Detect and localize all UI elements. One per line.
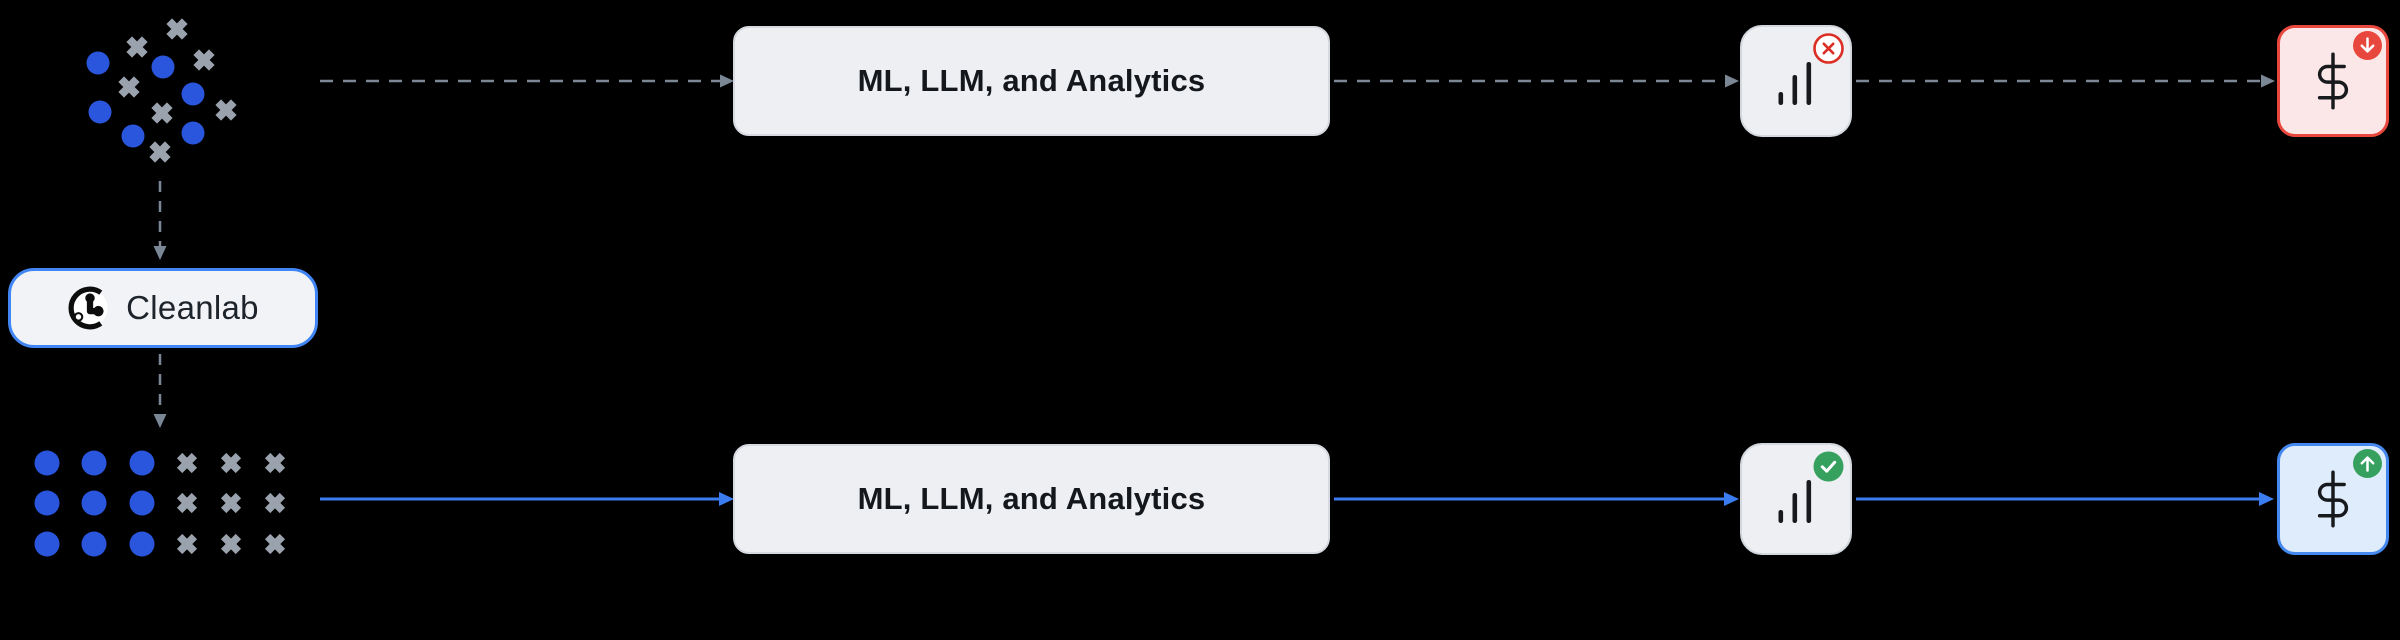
dashed-connectors: [153, 74, 2275, 428]
cost-node-top: [2277, 25, 2389, 137]
ml-llm-analytics-node-top: ML, LLM, and Analytics: [733, 26, 1330, 136]
arrow-down-circle-icon: [2353, 31, 2382, 60]
bar-chart-icon: [1778, 62, 1812, 105]
cleanlab-node: Cleanlab: [8, 268, 318, 348]
bar-chart-icon: [1778, 480, 1812, 523]
arrowhead-icon: [153, 246, 167, 260]
arrow-up-circle-icon: [2353, 449, 2382, 478]
cleanlab-label: Cleanlab: [126, 289, 259, 326]
arrowhead-icon: [719, 492, 734, 506]
ml-llm-analytics-label-top: ML, LLM, and Analytics: [857, 63, 1206, 98]
results-node-top: [1740, 25, 1852, 137]
arrowhead-icon: [1724, 492, 1739, 506]
arrowhead-icon: [720, 74, 734, 88]
x-circle-icon: [1813, 33, 1844, 64]
clean-blue-dots: [34, 450, 155, 557]
dollar-icon: [2317, 52, 2349, 110]
cleanlab-logo-icon: [68, 286, 108, 330]
check-circle-icon: [1813, 451, 1844, 482]
solid-connectors: [320, 492, 2274, 506]
cost-node-bottom: [2277, 443, 2389, 555]
ml-llm-analytics-label-bottom: ML, LLM, and Analytics: [857, 481, 1206, 516]
arrowhead-icon: [2259, 492, 2274, 506]
results-node-bottom: [1740, 443, 1852, 555]
ml-llm-analytics-node-bottom: ML, LLM, and Analytics: [733, 444, 1330, 554]
noisy-blue-dots: [86, 51, 205, 148]
clean-gray-crosses: [172, 448, 290, 559]
clean-data-grid: [34, 448, 290, 559]
dollar-icon: [2317, 470, 2349, 528]
arrowhead-icon: [1725, 74, 1739, 88]
arrowhead-icon: [153, 414, 167, 428]
noisy-data-scatter: [86, 13, 242, 168]
arrowhead-icon: [2261, 74, 2275, 88]
